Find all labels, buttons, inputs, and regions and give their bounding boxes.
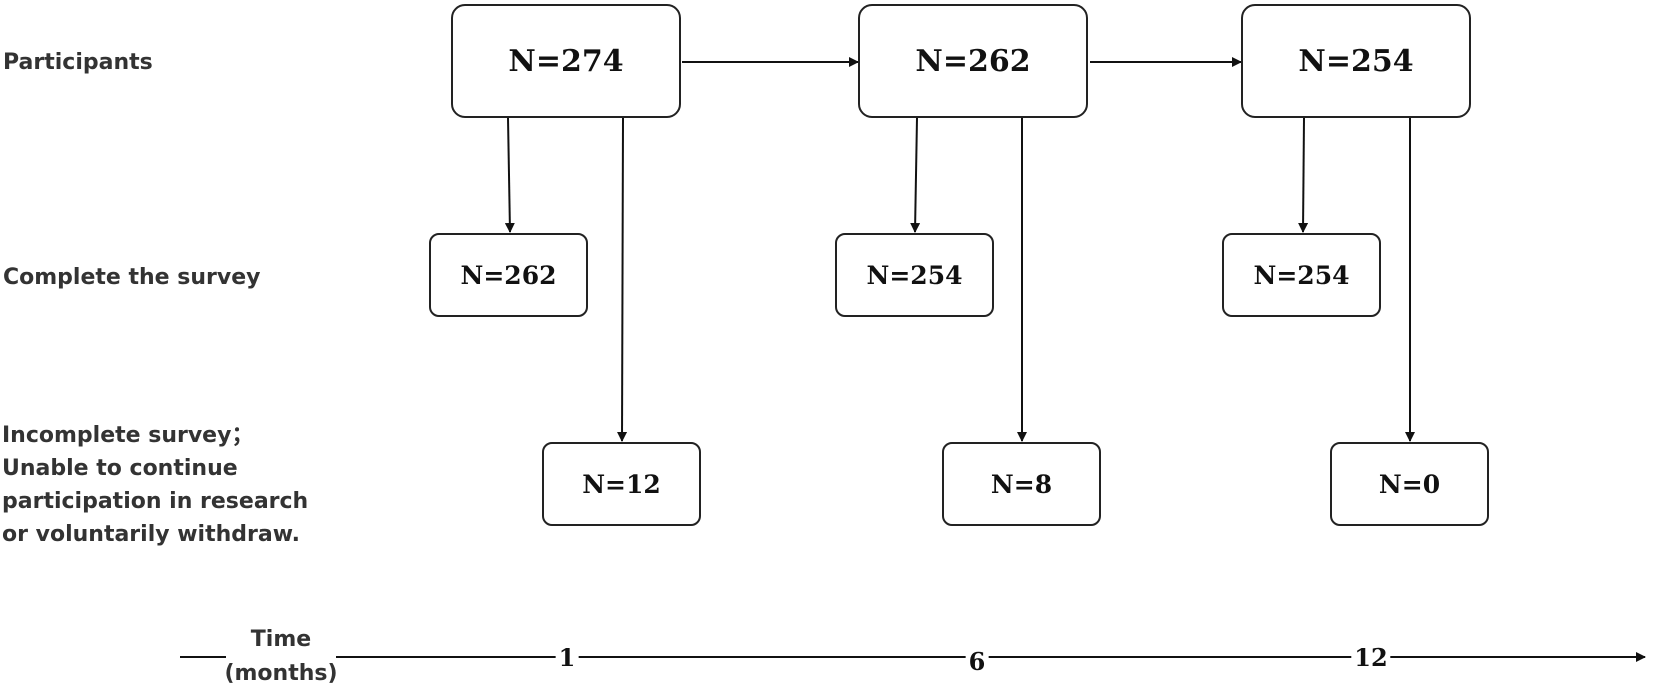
participants-box-month-6: N=262 — [858, 4, 1088, 118]
timeline-label: Time (months) — [224, 627, 338, 686]
incomplete-box-month-12: N=0 — [1330, 442, 1489, 526]
incomplete-box-month-6: N=8 — [942, 442, 1101, 526]
participants-box-month-1: N=274 — [451, 4, 681, 118]
complete-box-month-1: N=262 — [429, 233, 588, 317]
timeline-tick-12: 12 — [1351, 643, 1391, 672]
participants-box-month-12: N=254 — [1241, 4, 1471, 118]
timeline-tick-1: 1 — [555, 643, 579, 672]
arrow-1-incomplete — [617, 117, 628, 442]
complete-box-month-12: N=254 — [1222, 233, 1381, 317]
row-label-incomplete-survey: Incomplete survey； Unable to continue pa… — [2, 423, 309, 547]
timeline-tick-6: 6 — [965, 647, 989, 676]
row-label-participants: Participants — [3, 50, 153, 75]
row-label-complete-survey: Complete the survey — [3, 265, 261, 290]
arrow-6-complete — [910, 117, 921, 233]
arrow-12-complete — [1298, 117, 1309, 233]
arrow-1-complete — [504, 117, 515, 233]
complete-box-month-6: N=254 — [835, 233, 994, 317]
incomplete-box-month-1: N=12 — [542, 442, 701, 526]
